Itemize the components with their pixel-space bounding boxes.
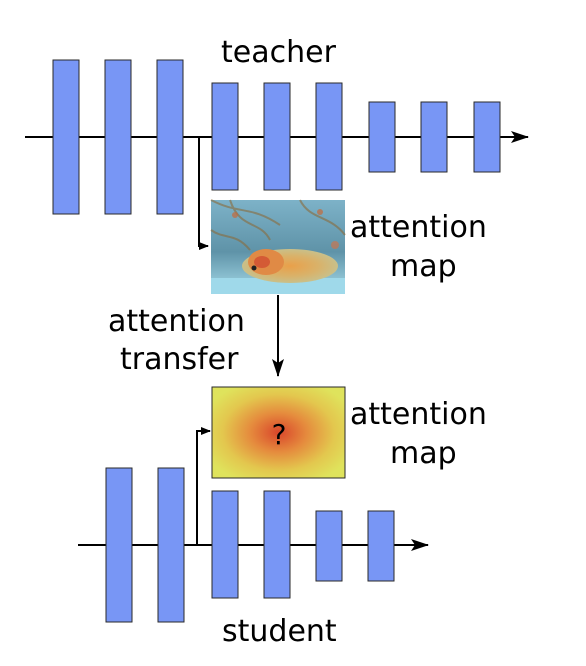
teacher-attention-map-label-line2: map [390, 249, 457, 284]
student-network: student [78, 467, 429, 649]
student-layer-5 [315, 510, 343, 582]
teacher-layer-8 [420, 101, 448, 173]
student-attention-map-label-line1: attention [350, 397, 487, 432]
student-attention-map-heatmap: ? [211, 386, 346, 479]
teacher-layer-2 [104, 59, 132, 215]
teacher-label: teacher [221, 35, 337, 70]
unknown-mark: ? [272, 418, 287, 451]
teacher-layer-6 [315, 82, 343, 191]
teacher-branch-connector [198, 137, 209, 250]
student-layer-4 [263, 490, 291, 599]
teacher-layer-3 [156, 59, 184, 215]
teacher-attention-map-image [210, 199, 346, 294]
teacher-layer-1 [52, 59, 80, 215]
student-layer-1 [105, 467, 133, 623]
student-branch-connector [196, 427, 211, 545]
student-label: student [222, 614, 337, 649]
student-layer-6 [367, 510, 395, 582]
teacher-attention-map-label-line1: attention [350, 210, 487, 245]
attention-transfer-label-line2: transfer [120, 342, 239, 377]
student-layer-2 [157, 467, 185, 623]
teacher-network: teacher [25, 35, 529, 215]
student-layer-3 [211, 490, 239, 599]
teacher-layer-4 [211, 82, 239, 191]
teacher-layer-9 [473, 101, 501, 173]
attention-transfer-label-line1: attention [108, 304, 245, 339]
teacher-layer-5 [263, 82, 291, 191]
student-attention-map-label-line2: map [390, 436, 457, 471]
teacher-layer-7 [368, 101, 396, 173]
